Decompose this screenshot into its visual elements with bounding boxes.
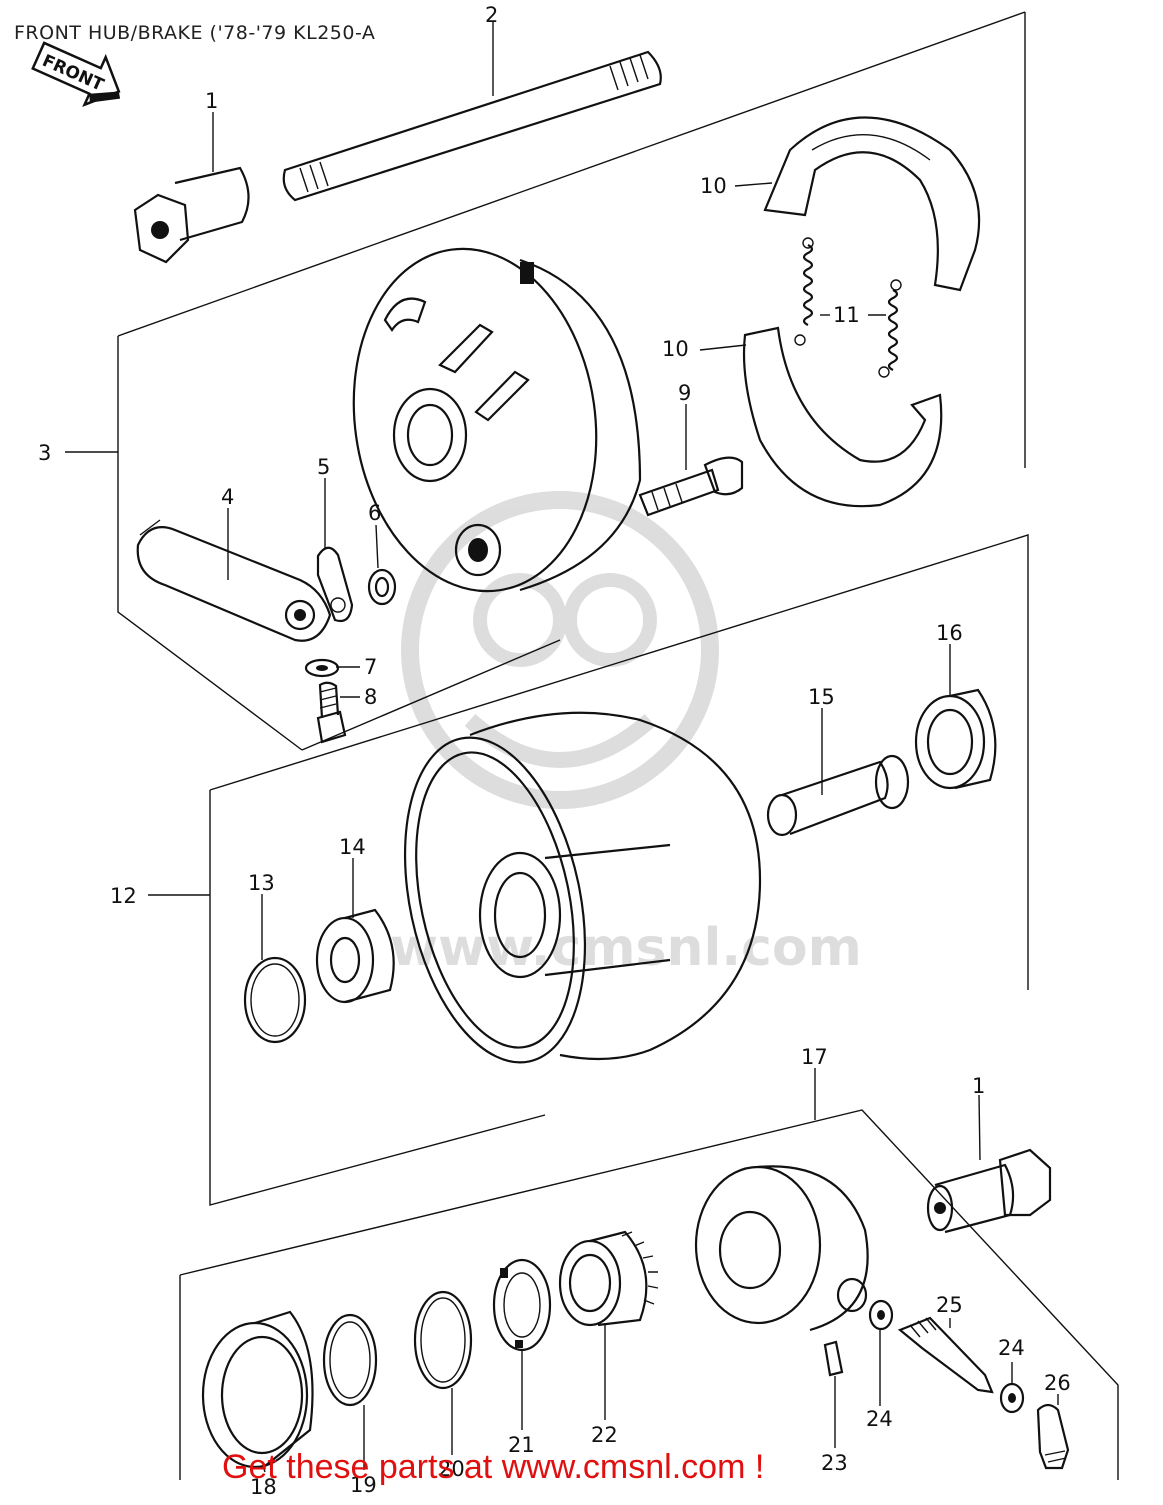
- watermark-text: www.cmsnl.com: [390, 918, 862, 978]
- part-bearing-left[interactable]: [315, 908, 395, 1004]
- callout-18: 18: [250, 1475, 277, 1499]
- part-brake-cam-lever[interactable]: [136, 519, 332, 642]
- front-direction-arrow-icon: FRONT: [31, 41, 121, 107]
- callout-19: 19: [350, 1473, 377, 1497]
- part-bolt[interactable]: [316, 681, 347, 744]
- part-front-hub[interactable]: [378, 711, 762, 1079]
- part-pinion-washer-lower[interactable]: [999, 1382, 1025, 1414]
- callout-2: 2: [485, 3, 498, 27]
- part-speedometer-gear[interactable]: [558, 1230, 659, 1327]
- callout-1-top: 1: [205, 89, 218, 113]
- callout-1-lower: 1: [972, 1074, 985, 1098]
- callout-12: 12: [110, 884, 137, 908]
- part-brake-panel[interactable]: [332, 233, 642, 607]
- part-pin[interactable]: [823, 1340, 844, 1377]
- part-gear-washer[interactable]: [413, 1290, 473, 1390]
- part-grease-seal[interactable]: [201, 1310, 314, 1469]
- callout-24-upper: 24: [866, 1407, 893, 1431]
- callout-11: 11: [833, 303, 860, 327]
- part-speedometer-gear-housing[interactable]: [694, 1165, 869, 1332]
- part-speedometer-pinion[interactable]: [897, 1316, 994, 1394]
- callout-5: 5: [317, 455, 330, 479]
- part-axle-nut-lower[interactable]: [926, 1148, 1052, 1234]
- callout-22: 22: [591, 1423, 618, 1447]
- callout-23: 23: [821, 1451, 848, 1475]
- part-brake-shoe-upper[interactable]: [763, 116, 981, 292]
- callout-13: 13: [248, 871, 275, 895]
- part-circlip-gear[interactable]: [322, 1313, 378, 1407]
- callout-25: 25: [936, 1293, 963, 1317]
- part-gear-drive-plate[interactable]: [492, 1258, 552, 1352]
- callout-24-lower: 24: [998, 1336, 1025, 1360]
- part-front-axle[interactable]: [282, 50, 662, 202]
- callout-10-upper: 10: [700, 174, 727, 198]
- part-brake-shoe-springs[interactable]: [794, 237, 902, 378]
- callout-16: 16: [936, 621, 963, 645]
- callout-21: 21: [508, 1433, 535, 1457]
- part-bearing-right[interactable]: [914, 688, 997, 790]
- callout-4: 4: [221, 485, 234, 509]
- callout-10-lower: 10: [662, 337, 689, 361]
- part-brake-shoe-lower[interactable]: [742, 326, 943, 508]
- callout-3: 3: [38, 441, 51, 465]
- group-outline-hub: [209, 534, 1029, 1206]
- callout-leader-lines: [65, 22, 1059, 1473]
- callout-17: 17: [801, 1045, 828, 1069]
- part-circlip-hub[interactable]: [243, 956, 307, 1044]
- part-brake-cam[interactable]: [638, 456, 744, 517]
- callout-7: 7: [364, 655, 377, 679]
- part-pinion-washer-upper[interactable]: [868, 1299, 894, 1331]
- footer-link-text[interactable]: Get these parts at www.cmsnl.com !: [222, 1448, 765, 1486]
- part-distance-collar[interactable]: [766, 754, 910, 837]
- part-washer[interactable]: [304, 658, 340, 678]
- part-axle-nut-top[interactable]: [133, 166, 250, 264]
- callout-6: 6: [368, 501, 381, 525]
- part-seal-small[interactable]: [367, 568, 397, 606]
- part-wear-indicator[interactable]: [316, 546, 354, 623]
- callout-9: 9: [678, 381, 691, 405]
- part-pinion-bushing[interactable]: [1036, 1403, 1070, 1470]
- group-outline-gear-housing: [179, 1109, 1119, 1480]
- page-title: FRONT HUB/BRAKE ('78-'79 KL250-A: [14, 22, 376, 44]
- callout-14: 14: [339, 835, 366, 859]
- cms-watermark-logo: www.cmsnl.com: [390, 491, 862, 978]
- callout-26: 26: [1044, 1371, 1071, 1395]
- callout-15: 15: [808, 685, 835, 709]
- callout-20: 20: [438, 1457, 465, 1481]
- callout-labels: 1 2 3 4 5 6 7 8 9 10 10 11 12 13 14 15 1…: [38, 3, 1071, 1499]
- callout-8: 8: [364, 685, 377, 709]
